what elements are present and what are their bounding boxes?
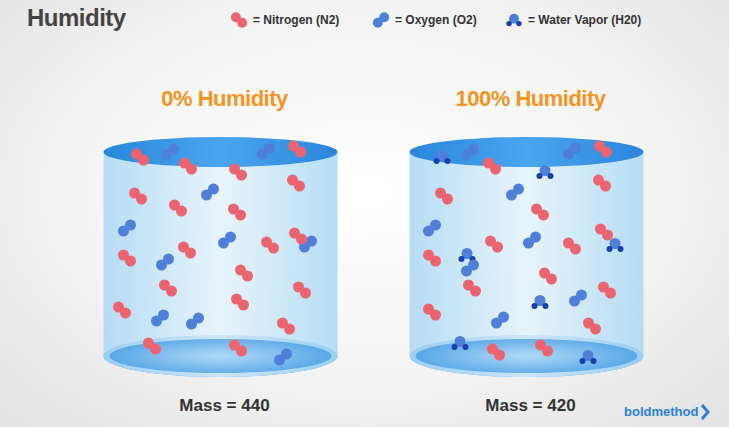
cylinder-heading: 0% Humidity	[100, 86, 349, 112]
legend-text: = Nitrogen (N2)	[253, 13, 339, 27]
humidity-cylinder: 100% HumidityMass = 420	[406, 86, 655, 420]
legend-entry: = Oxygen (O2)	[370, 11, 477, 29]
legend-sample	[503, 11, 525, 29]
title: Humidity	[27, 4, 126, 32]
cylinder-heading: 100% Humidity	[406, 86, 655, 112]
legend-entry: = Nitrogen (N2)	[228, 11, 339, 29]
mass-value: Mass = 420	[406, 396, 655, 416]
legend-sample	[228, 11, 250, 29]
cylinder-shape	[100, 86, 341, 420]
molecules	[423, 141, 624, 365]
legend-text: = Oxygen (O2)	[395, 13, 477, 27]
molecules	[113, 141, 317, 366]
watermark: boldmethod	[624, 404, 698, 419]
mass-value: Mass = 440	[100, 396, 349, 416]
humidity-cylinder: 0% HumidityMass = 440	[100, 86, 349, 420]
chevron-icon	[702, 405, 708, 419]
legend-sample	[370, 11, 392, 29]
legend-text: = Water Vapor (H20)	[528, 13, 641, 27]
cylinder-shape	[406, 86, 647, 420]
legend-entry: = Water Vapor (H20)	[503, 11, 641, 29]
